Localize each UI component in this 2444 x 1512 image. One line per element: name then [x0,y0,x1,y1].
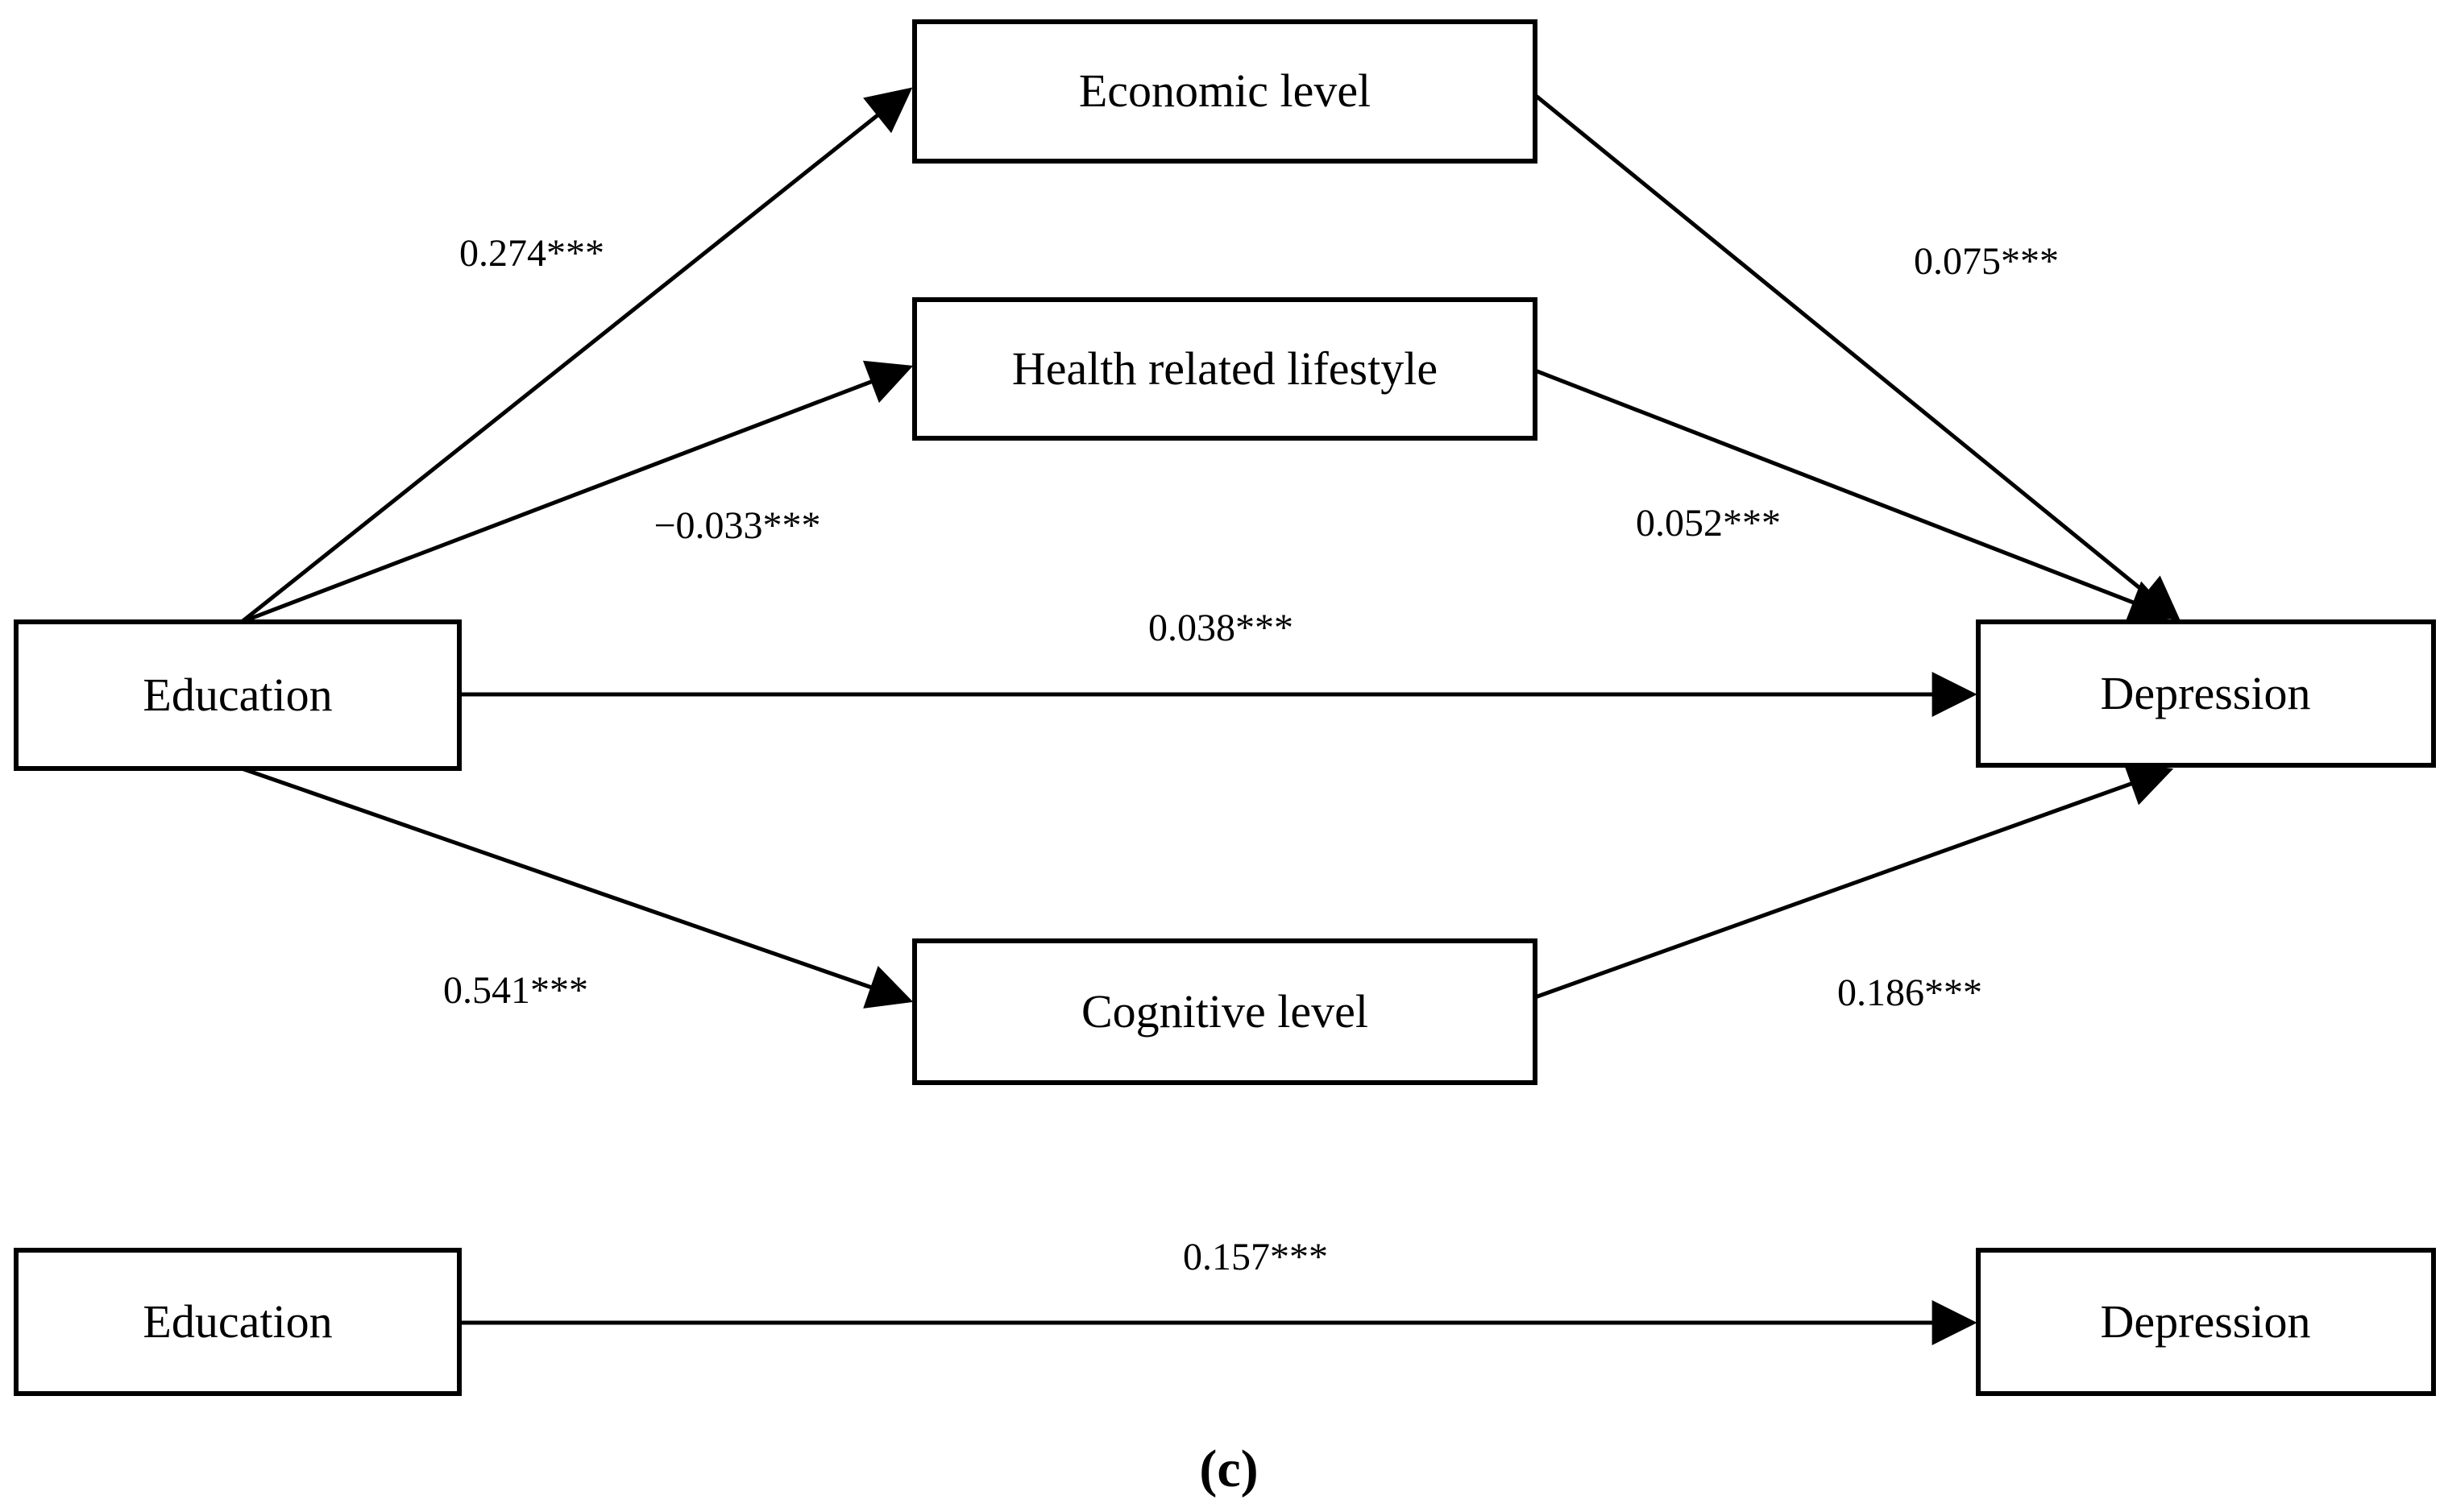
education-top-label: Education [143,669,332,721]
economic-level-box [912,19,1537,164]
nodes: Economic level Health related lifestyle … [14,19,2436,1396]
economic-level-label: Economic level [1079,64,1371,117]
edge-education-to-cognitive [241,766,914,1009]
coefficient-education-cognitive: 0.541*** [443,969,588,1012]
edge-health-to-depression [1534,368,2176,623]
node-health-related-lifestyle: Health related lifestyle [912,297,1537,441]
node-depression-bottom: Depression [1976,1248,2436,1396]
education-top-box [14,619,462,771]
node-cognitive-level: Cognitive level [912,938,1537,1085]
coefficient-health-depression: 0.052*** [1636,502,1781,545]
cognitive-level-label: Cognitive level [1081,985,1368,1038]
coefficient-education-economic: 0.274*** [459,232,604,275]
cognitive-level-box [912,938,1537,1085]
health-related-lifestyle-box [912,297,1537,441]
edge-education-to-economic [240,87,913,623]
node-education-bottom: Education [14,1248,462,1396]
edge-cognitive-to-depression [1534,762,2174,1000]
coefficient-cognitive-depression: 0.186*** [1837,971,1982,1014]
depression-bottom-label: Depression [2101,1295,2311,1348]
coefficient-education-health: −0.033*** [654,504,820,547]
education-bottom-box [14,1248,462,1396]
depression-top-label: Depression [2101,667,2311,719]
edges [240,87,2181,1345]
node-depression-top: Depression [1976,619,2436,768]
depression-bottom-box [1976,1248,2436,1396]
coefficient-economic-depression: 0.075*** [1914,240,2059,283]
education-bottom-label: Education [143,1295,332,1348]
edge-economic-to-depression [1533,93,2181,622]
edge-education-to-health [241,360,914,624]
depression-top-box [1976,619,2436,768]
coefficient-education-depression-direct: 0.038*** [1148,607,1293,649]
coefficient-education-depression-total: 0.157*** [1183,1236,1328,1278]
node-education-top: Education [14,619,462,771]
edge-labels: 0.274*** −0.033*** 0.038*** 0.541*** 0.0… [443,232,2059,1278]
node-economic-level: Economic level [912,19,1537,164]
health-related-lifestyle-label: Health related lifestyle [1012,342,1438,395]
figure-caption: (c) [1199,1440,1258,1498]
